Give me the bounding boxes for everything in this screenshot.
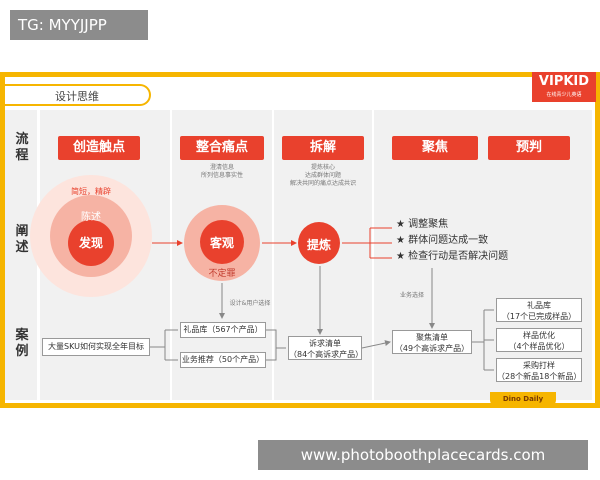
bullet-2-text: 群体问题达成一致 xyxy=(408,235,489,246)
objective-core xyxy=(200,220,244,264)
watermark-bottom: www.photoboothplacecards.com xyxy=(258,440,588,470)
note-refine: 提炼核心 达成群体问题 解决共同的痛点达成共识 xyxy=(289,164,356,187)
bullet-3: ★ 检查行动是否解决问题 xyxy=(396,251,509,262)
row-label-case: 案例 xyxy=(15,328,29,359)
bracket-cases-request xyxy=(266,329,286,361)
case-biz-recommend: 业务推荐（50个产品） xyxy=(180,352,266,368)
case-goal: 大量SKU如何实现全年目标 xyxy=(42,338,150,356)
brand-logo: VIPKID 在线青少儿英语 xyxy=(532,72,596,102)
bullet-1: ★ 调整聚焦 xyxy=(396,219,449,230)
discover-label: 发现 xyxy=(78,236,103,250)
case-request-list: 诉求清单 （84个高诉求产品） xyxy=(288,336,363,360)
bracket-focus-results xyxy=(472,309,494,371)
discover-ring-text-middle: 陈述 xyxy=(81,212,101,223)
case-result-3: 采购打样 （28个新品18个新品） xyxy=(496,358,582,382)
discover-ring-text-outer: 简短，精辟 xyxy=(71,187,111,196)
bracket-refine-bullets xyxy=(342,227,392,259)
case-result-2: 样品优化 （4个样品优化） xyxy=(496,328,582,352)
discover-core xyxy=(68,220,114,266)
objective-sub: 不定罪 xyxy=(208,269,236,279)
watermark-top: TG: MYYJJPP xyxy=(10,10,148,40)
arrow-request-focus xyxy=(361,340,391,349)
stage-header-create: 创造触点 xyxy=(58,136,140,160)
row-label-explain: 阐述 xyxy=(15,224,29,255)
stage-header-integrate: 整合痛点 xyxy=(180,136,264,160)
refine-label: 提炼 xyxy=(306,238,331,252)
bullet-3-text: 检查行动是否解决问题 xyxy=(408,251,509,262)
note-business: 业务选择 xyxy=(399,292,424,299)
logo-subtext: 在线青少儿英语 xyxy=(546,92,582,98)
bracket-goal xyxy=(150,329,178,361)
note-design-user: 设计&用户选择 xyxy=(229,300,271,307)
stage-header-focus: 聚焦 xyxy=(392,136,478,160)
page-title: 设计思维 xyxy=(5,84,151,106)
row-label-column xyxy=(5,110,37,400)
logo-text: VIPKID xyxy=(538,74,590,89)
case-result-1: 礼品库 （17个已完成样品） xyxy=(496,298,582,322)
case-focus-list: 聚焦清单 （49个高诉求产品） xyxy=(392,330,472,354)
bullet-1-text: 调整聚焦 xyxy=(408,219,449,230)
refine-core xyxy=(298,222,340,264)
case-gift-library: 礼品库（567个产品） xyxy=(180,322,266,338)
row-label-process: 流程 xyxy=(15,132,29,163)
footer-brand: Dino Daily xyxy=(490,392,556,406)
stage-header-break: 拆解 xyxy=(282,136,364,160)
objective-label: 客观 xyxy=(209,236,234,250)
note-clarify: 澄清信息 所列信息事实性 xyxy=(200,164,243,179)
stage-header-predict: 预判 xyxy=(488,136,570,160)
bullet-2: ★ 群体问题达成一致 xyxy=(396,235,489,246)
